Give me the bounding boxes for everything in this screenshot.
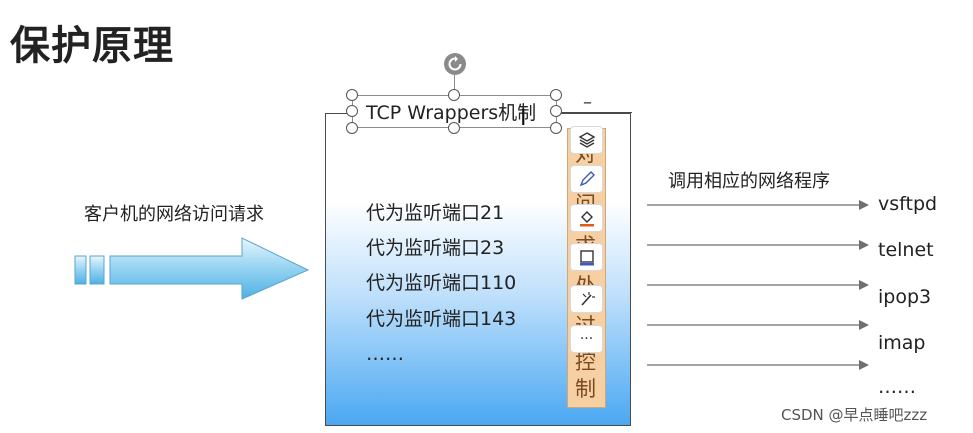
control-bar-char: 制 [575, 377, 596, 401]
paint-bucket-icon [579, 211, 594, 227]
resize-handle-tl[interactable] [346, 89, 358, 101]
resize-handle-bl[interactable] [346, 122, 358, 134]
watermark: CSDN @早点睡吧zzz [781, 406, 928, 424]
program-name: telnet [878, 239, 934, 261]
text-cursor-icon: I [520, 106, 527, 131]
client-request-label: 客户机的网络访问请求 [84, 204, 264, 225]
pen-button[interactable] [570, 165, 603, 193]
program-name: vsftpd [878, 193, 938, 215]
resize-handle-ml[interactable] [346, 105, 358, 117]
resize-handle-tm[interactable] [448, 89, 460, 101]
program-name: imap [878, 332, 926, 354]
more-icon: ··· [579, 331, 594, 347]
more-button[interactable]: ··· [570, 325, 603, 353]
text-box-label[interactable]: TCP Wrappers机制 [366, 102, 537, 124]
program-ellipsis: …… [878, 376, 916, 398]
resize-handle-tr[interactable] [550, 89, 562, 101]
frame-icon [579, 250, 594, 266]
program-name: ipop3 [878, 286, 932, 308]
box-top-edge [555, 112, 632, 113]
pen-icon [579, 171, 595, 187]
layers-icon [578, 132, 595, 148]
frame-button[interactable] [570, 243, 603, 271]
effects-button[interactable] [570, 285, 603, 313]
control-bar-char: 控 [575, 350, 596, 374]
port-line: 代为监听端口110 [366, 272, 517, 294]
resize-handle-br[interactable] [550, 122, 562, 134]
port-line: 代为监听端口143 [366, 308, 517, 330]
rotate-handle-icon[interactable] [444, 53, 466, 75]
magic-wand-icon [580, 292, 595, 306]
minus-mark: – [583, 92, 592, 113]
invoke-program-label: 调用相应的网络程序 [668, 171, 830, 192]
fill-color-button[interactable] [570, 204, 603, 232]
port-line: 代为监听端口21 [366, 202, 505, 224]
rotate-stem [454, 75, 455, 95]
forward-arrows [647, 200, 869, 370]
port-line: 代为监听端口23 [366, 237, 505, 259]
request-arrow [74, 237, 310, 300]
resize-handle-mr[interactable] [550, 105, 562, 117]
layers-button[interactable] [570, 126, 603, 154]
resize-handle-bm[interactable] [448, 122, 460, 134]
port-ellipsis: …… [366, 343, 404, 365]
page-title: 保护原理 [10, 23, 174, 69]
